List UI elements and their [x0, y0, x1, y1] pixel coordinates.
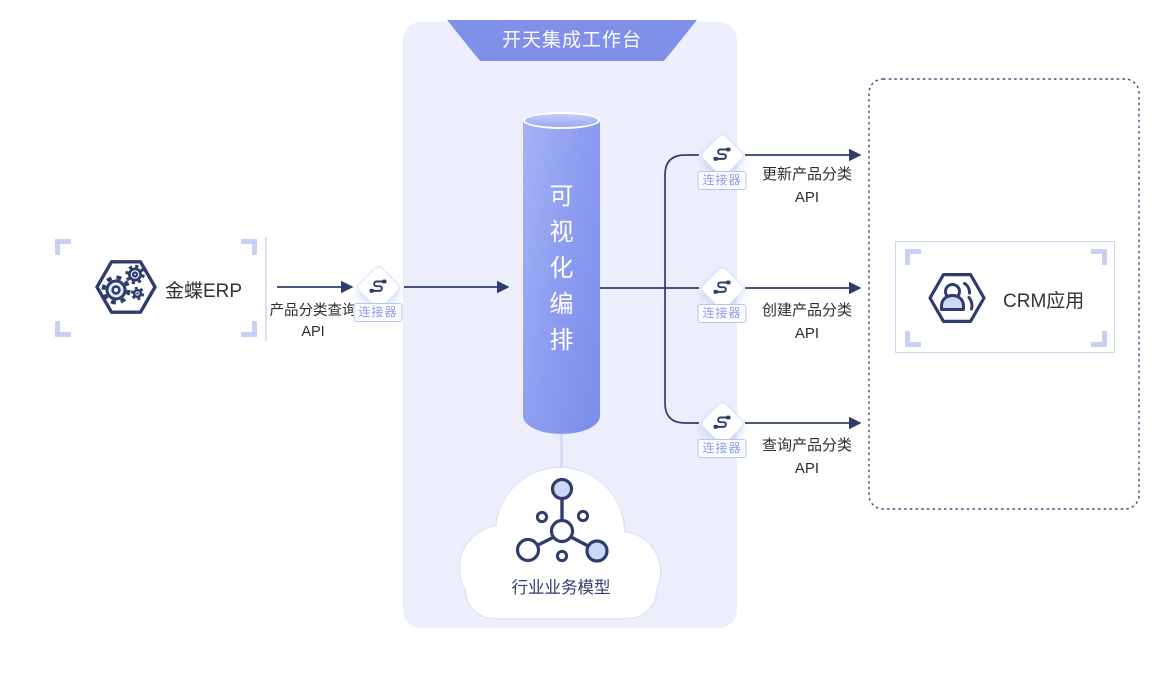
output-api-line1: 更新产品分类 [761, 166, 852, 183]
connector-cable-icon [713, 415, 731, 429]
cylinder-body [523, 120, 600, 434]
source-bracket-frame [55, 239, 257, 337]
arrow-query-api [745, 416, 862, 430]
arrow-create-api [745, 281, 862, 295]
bracket-corner [55, 321, 71, 337]
bracket-corner [55, 239, 71, 255]
source-api-label: 产品分类查询 API [254, 301, 372, 343]
output-api-label: 创建产品分类 API [748, 299, 866, 345]
crm-bracket-frame [905, 249, 1107, 347]
output-api-line2: API [794, 189, 820, 206]
output-api-line1: 查询产品分类 [761, 437, 852, 454]
orchestration-cylinder: 可视化编排 [523, 112, 600, 434]
bracket-corner [905, 249, 921, 265]
bracket-corner [241, 321, 257, 337]
cylinder-top [523, 112, 600, 129]
output-api-line2: API [794, 460, 820, 477]
connector-cable-icon [713, 147, 731, 161]
source-label: 金蝶ERP [165, 281, 243, 302]
source-api-line2: API [301, 324, 325, 340]
connector-tag: 连接器 [697, 171, 747, 190]
output-api-label: 查询产品分类 API [748, 434, 866, 480]
orchestration-label: 可视化编排 [549, 183, 574, 354]
crm-card: CRM应用 [895, 241, 1115, 353]
model-label: 行业业务模型 [511, 579, 611, 597]
connector-cable-icon [713, 280, 731, 294]
arrow-source-to-connector [277, 280, 354, 294]
bracket-corner [905, 331, 921, 347]
output-api-line2: API [794, 325, 820, 342]
connector-tag: 连接器 [353, 303, 403, 322]
bracket-corner [241, 239, 257, 255]
output-api-line1: 创建产品分类 [761, 302, 852, 319]
bracket-corner [1091, 331, 1107, 347]
bracket-corner [1091, 249, 1107, 265]
output-api-label: 更新产品分类 API [748, 163, 866, 209]
connector-tag: 连接器 [697, 439, 747, 458]
arrow-update-api [745, 148, 862, 162]
workbench-title: 开天集成工作台 [501, 30, 642, 51]
source-api-line1: 产品分类查询 [269, 303, 357, 319]
erp-hexagon-gears-icon [95, 260, 157, 314]
connector-cable-icon [369, 279, 387, 293]
workbench-banner: 开天集成工作台 [447, 20, 697, 61]
connector-tag: 连接器 [697, 304, 747, 323]
